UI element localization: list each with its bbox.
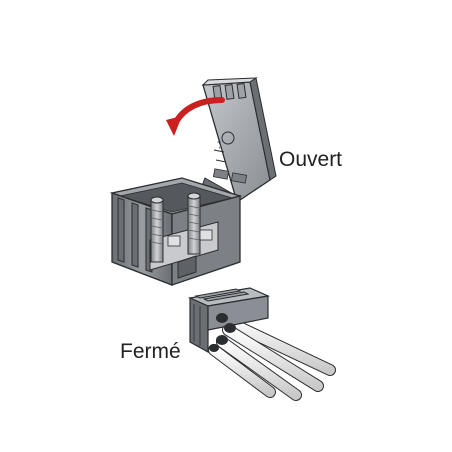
cables bbox=[208, 312, 336, 401]
open-label: Ouvert bbox=[279, 148, 343, 171]
svg-text:+ -: + - bbox=[214, 139, 225, 150]
screw-right bbox=[187, 192, 201, 255]
screw-left bbox=[150, 196, 164, 263]
closed-label: Fermé bbox=[120, 340, 181, 363]
junction-box-closed bbox=[187, 287, 271, 354]
curved-arrow-icon bbox=[166, 97, 225, 136]
junction-box-open bbox=[109, 177, 243, 286]
open-lid: + - bbox=[201, 77, 277, 207]
